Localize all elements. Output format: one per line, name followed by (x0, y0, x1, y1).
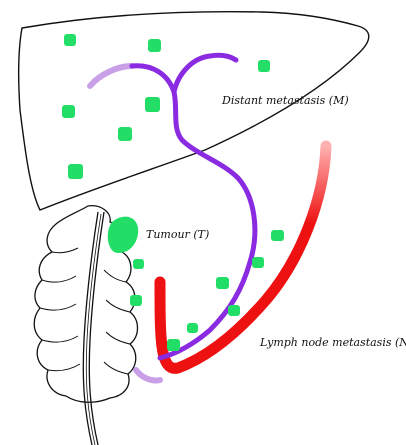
lymph-node-dot (252, 257, 264, 268)
label-distant-metastasis: Distant metastasis (M) (221, 94, 349, 107)
tumour (108, 217, 138, 253)
metastasis-dot (145, 97, 160, 112)
metastasis-dot (64, 34, 76, 46)
lymph-channel (160, 146, 326, 368)
lymph-node-dot (167, 339, 180, 351)
lymph-node-dot (133, 259, 144, 269)
metastasis-dot (148, 39, 161, 52)
lymph-node-dot (228, 305, 240, 316)
metastasis-dot (118, 127, 132, 141)
metastasis-dot (68, 164, 83, 179)
lymph-node-dot (187, 323, 198, 333)
lymph-node-dot (271, 230, 284, 241)
vessel-faint-end (136, 370, 160, 381)
metastasis-dot (62, 105, 75, 118)
label-tumour: Tumour (T) (146, 228, 209, 241)
lymph-node-dot (130, 295, 142, 306)
label-lymph-node-metastasis: Lymph node metastasis (N) (259, 336, 406, 349)
lymph-node-dot (216, 277, 229, 289)
metastasis-dot (258, 60, 270, 72)
